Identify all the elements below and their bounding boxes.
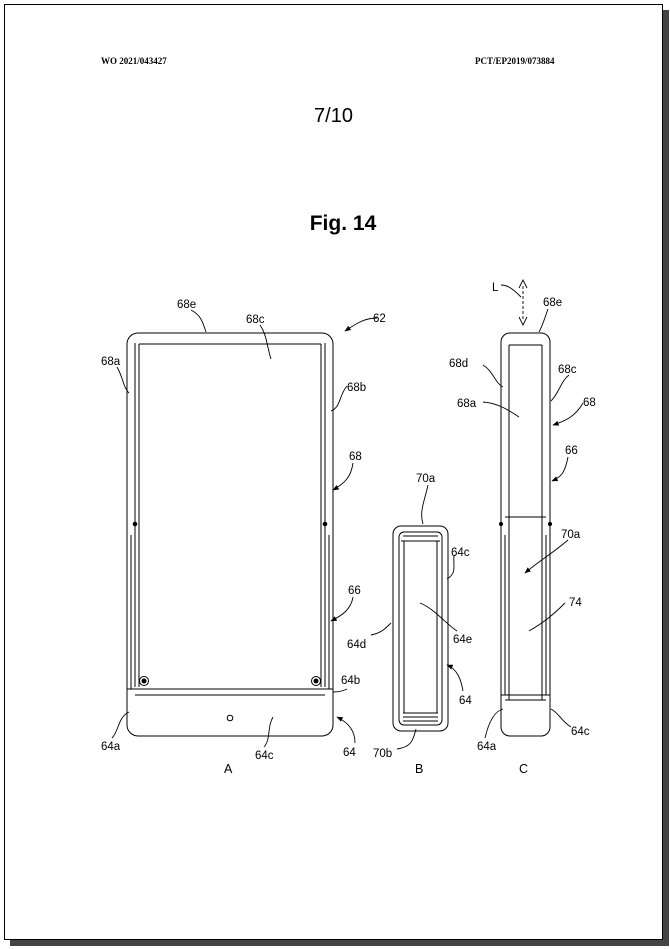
ref-70a-b: 70a <box>416 473 436 485</box>
ref-68e-c: 68e <box>543 297 562 309</box>
leader-68e-a <box>191 310 206 332</box>
leader-64a-a <box>112 712 129 738</box>
left-screw-head-a <box>142 679 146 683</box>
view-a-front <box>127 333 333 736</box>
leader-68d-c <box>483 365 503 387</box>
ref-68-a: 68 <box>349 451 362 463</box>
patent-drawing-sheet: WO 2021/043427 PCT/EP2019/073884 7/10 Fi… <box>4 4 663 940</box>
leader-64b-a <box>333 689 347 692</box>
ref-68c-a: 68c <box>246 314 265 326</box>
ref-66-c: 66 <box>565 445 578 457</box>
leader-68c-c <box>551 375 569 401</box>
figure-14-drawing: 62 68e 68c 68a 68b 68 66 64b 64a 64c 64 … <box>5 5 662 939</box>
ref-64c-a: 64c <box>255 750 274 762</box>
view-b-leaders <box>371 485 463 749</box>
ref-70a-c: 70a <box>561 529 581 541</box>
left-pin-a <box>133 522 137 526</box>
side-outline-c <box>501 333 550 736</box>
ref-64b-a: 64b <box>341 675 360 687</box>
leader-64d-b <box>371 623 391 635</box>
leader-66-c <box>552 457 568 481</box>
ref-64d-b: 64d <box>347 639 366 651</box>
longitudinal-arrow-l <box>501 280 527 325</box>
leader-64-a <box>337 717 355 743</box>
ref-l-c: L <box>492 282 499 294</box>
leader-68c-a <box>260 325 271 359</box>
leader-68-c <box>553 403 583 425</box>
reference-labels: 62 68e 68c 68a 68b 68 66 64b 64a 64c 64 … <box>101 282 596 776</box>
base-hole-a <box>227 715 233 721</box>
ref-74-c: 74 <box>569 597 582 609</box>
ref-64e-b: 64e <box>453 634 472 646</box>
module-outline-b <box>393 526 448 731</box>
ref-66-a: 66 <box>348 585 361 597</box>
leader-64c-c <box>551 709 571 727</box>
ref-68c-c: 68c <box>558 364 577 376</box>
view-label-a: A <box>224 762 233 776</box>
view-label-b: B <box>415 762 423 776</box>
module-inner-b <box>399 532 442 725</box>
ref-62: 62 <box>373 313 386 325</box>
leader-64a-c <box>485 709 503 738</box>
ref-64-a: 64 <box>343 747 356 759</box>
leader-64e-b <box>420 603 457 631</box>
leader-68-a <box>333 463 353 490</box>
device-outline-a <box>127 333 333 736</box>
pin-front-c <box>499 522 502 525</box>
view-a-leaders <box>112 310 377 747</box>
ref-64a-c: 64a <box>477 741 497 753</box>
leader-l <box>501 285 521 297</box>
ref-64a-a: 64a <box>101 741 121 753</box>
leader-70a-b <box>422 485 428 524</box>
right-pin-a <box>323 522 327 526</box>
ref-68b-a: 68b <box>347 382 366 394</box>
ref-64c-b: 64c <box>451 547 470 559</box>
ref-64-b: 64 <box>459 695 472 707</box>
view-c-side <box>499 333 551 736</box>
ref-68-c: 68 <box>583 397 596 409</box>
view-b-module <box>393 526 448 731</box>
leader-64c-a <box>264 717 273 747</box>
ref-68a-c: 68a <box>457 398 477 410</box>
pin-rear-c <box>548 522 551 525</box>
ref-70b-b: 70b <box>373 748 392 760</box>
leader-66-a <box>331 597 353 621</box>
ref-68a-a: 68a <box>101 356 121 368</box>
ref-64c-c: 64c <box>571 726 590 738</box>
leader-64-b <box>447 665 463 691</box>
leader-74-c <box>529 603 565 631</box>
right-screw-head-a <box>314 679 318 683</box>
view-label-c: C <box>519 762 528 776</box>
leader-70b-b <box>397 729 416 749</box>
ref-68d-c: 68d <box>449 358 468 370</box>
ref-68e-a: 68e <box>177 299 196 311</box>
leader-68e-c <box>539 309 548 332</box>
